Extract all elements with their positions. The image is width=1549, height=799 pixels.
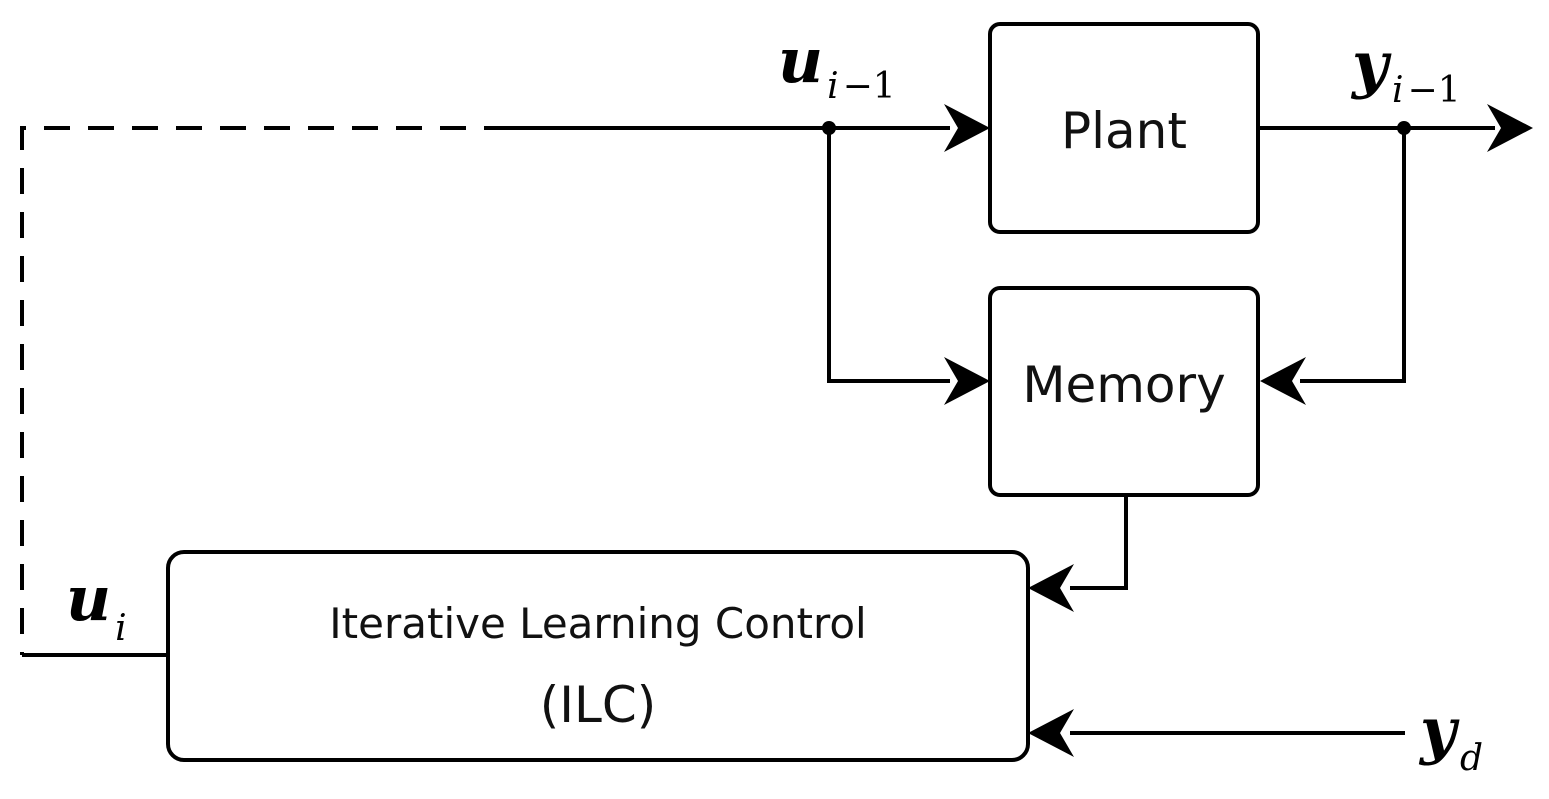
ilc-label-line2: (ILC) <box>540 676 657 734</box>
plant-block: Plant <box>988 22 1260 234</box>
memory-label: Memory <box>1022 356 1225 414</box>
u-prev-label: u i −1 <box>778 24 896 107</box>
y-prev-label: y i −1 <box>1350 28 1461 111</box>
arrow-into-plant <box>944 104 990 152</box>
ilc-label-line1: Iterative Learning Control <box>329 599 866 648</box>
arrow-into-memory-left <box>944 357 990 405</box>
feedback-dashed-wire <box>20 126 510 655</box>
u-current-label: u i <box>66 562 127 649</box>
plant-label: Plant <box>1061 102 1187 160</box>
memory-to-ilc-wire <box>1070 495 1128 590</box>
memory-block: Memory <box>988 286 1260 497</box>
u-prev-to-memory-wire <box>827 128 950 383</box>
y-prev-to-memory-wire <box>1300 128 1406 383</box>
u-prev-junction <box>822 121 836 135</box>
arrow-into-memory-right <box>1260 357 1306 405</box>
arrow-memory-into-ilc <box>1028 564 1074 612</box>
y-desired-label: y d <box>1418 694 1483 779</box>
ilc-block: Iterative Learning Control (ILC) <box>166 550 1030 762</box>
arrow-yd-into-ilc <box>1028 709 1074 757</box>
arrow-output <box>1487 104 1533 152</box>
